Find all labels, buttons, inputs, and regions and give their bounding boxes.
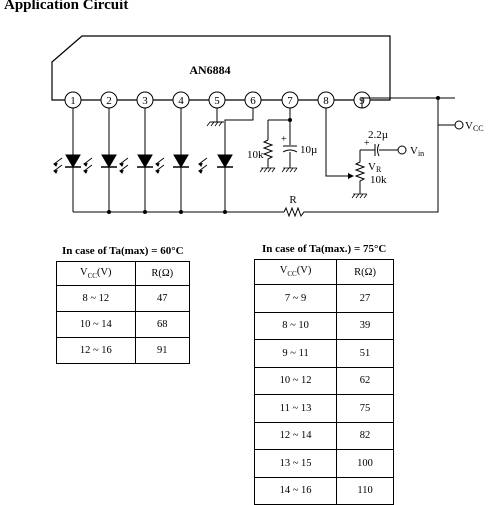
table-header-row: VCC(V) R(Ω) — [56, 261, 191, 286]
table2-caption: In case of Ta(max.) = 75°C — [262, 243, 387, 255]
capacitor-10u — [282, 145, 298, 168]
pin-label: 4 — [178, 95, 184, 107]
ic-body — [51, 35, 391, 101]
vr-label: VR — [368, 161, 382, 174]
led-icon — [101, 154, 117, 168]
table1-caption: In case of Ta(max) = 60°C — [62, 245, 184, 257]
capacitor-2u2 — [374, 143, 380, 157]
col-r: R(Ω) — [336, 259, 394, 285]
led-icon — [173, 154, 189, 168]
ground-icon — [351, 193, 368, 199]
pin-2: 2 — [100, 91, 118, 109]
led-branches — [52, 108, 208, 212]
svg-text:+: + — [364, 138, 370, 149]
led-icon — [137, 154, 153, 168]
vin-label: Vin — [410, 145, 424, 158]
ground-icon — [259, 167, 276, 173]
pin-7: 7 — [281, 91, 299, 109]
pin-8: 8 — [317, 91, 335, 109]
pin-label: 6 — [250, 95, 256, 107]
pin-label: 1 — [70, 95, 76, 107]
resistor-r — [283, 206, 306, 218]
led-icon — [217, 154, 233, 168]
col-r: R(Ω) — [134, 261, 191, 286]
pin-4: 4 — [172, 91, 190, 109]
capacitor-10u-label: 10µ — [300, 144, 317, 156]
ground-icon — [206, 108, 224, 127]
pin-1: 1 — [64, 91, 82, 109]
vin-terminal — [397, 145, 407, 155]
resistor-10k-label: 10k — [247, 149, 264, 161]
pin-label: 2 — [106, 95, 112, 107]
pin-3: 3 — [136, 91, 154, 109]
page-title: Application Circuit — [4, 0, 129, 13]
resistor-10k — [262, 139, 274, 168]
table-header-row: VCC(V) R(Ω) — [253, 259, 394, 285]
pin-label: 7 — [287, 95, 293, 107]
led-icon — [65, 154, 81, 168]
vcc-label: VCC — [465, 120, 484, 133]
pin-label: 5 — [214, 95, 220, 107]
svg-text:+: + — [281, 134, 287, 145]
pin-5: 5 — [208, 91, 226, 109]
vr-value: 10k — [370, 174, 387, 186]
variable-resistor — [354, 150, 366, 194]
capacitor-2u2-label: 2.2µ — [368, 129, 388, 141]
circuit-diagram: AN6884 1 2 3 4 5 6 7 8 9 R VCC — [51, 35, 484, 218]
col-vcc: VCC(V) — [253, 259, 338, 285]
pin-label: 3 — [142, 95, 148, 107]
ground-icon — [281, 167, 298, 173]
pin-label: 8 — [323, 95, 329, 107]
ic-name: AN6884 — [189, 63, 230, 77]
pin-6: 6 — [244, 91, 262, 109]
col-vcc: VCC(V) — [56, 261, 136, 286]
vcc-terminal — [454, 120, 464, 130]
resistor-r-label: R — [289, 194, 297, 206]
